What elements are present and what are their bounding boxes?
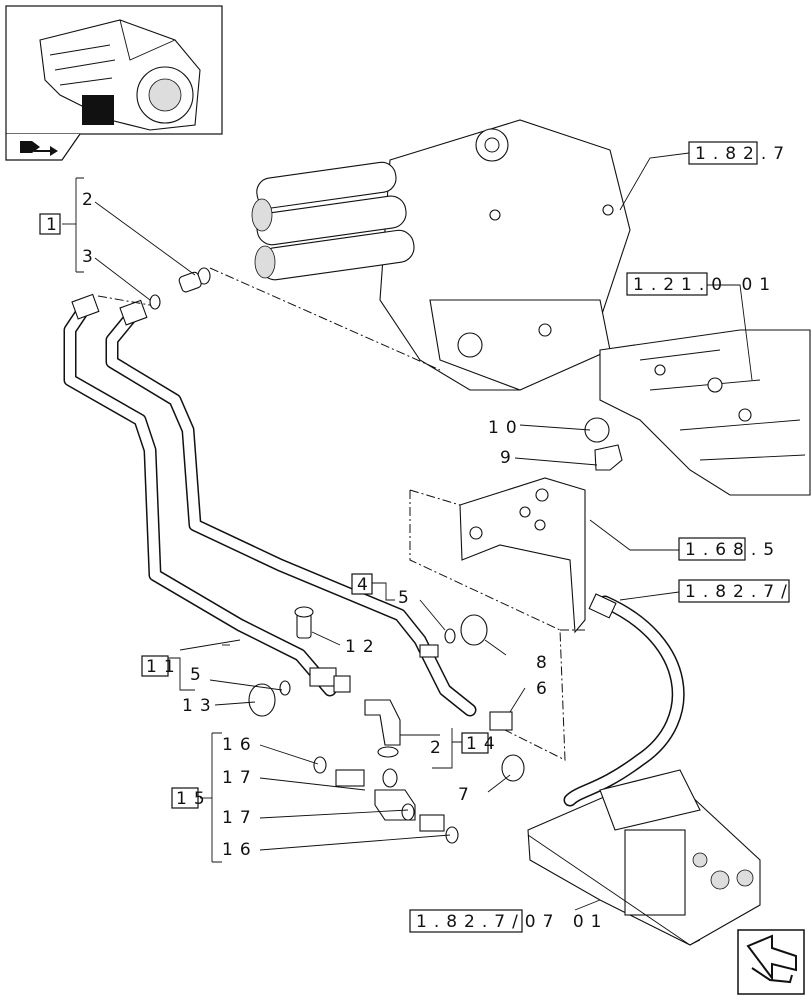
fittings-lower xyxy=(313,756,459,844)
ref-label-right1: 1.21.0 01 xyxy=(633,275,777,295)
mounting-bracket xyxy=(459,477,586,634)
callout-2-top: 2 xyxy=(82,190,100,210)
ref-box-right3[interactable]: 1.82.7/ xyxy=(678,579,794,603)
ref-box-bottom[interactable]: 1.82.7/07 01 xyxy=(409,909,608,933)
callout-box-1[interactable]: 1 xyxy=(39,213,64,235)
callout-14: 14 xyxy=(466,734,502,754)
callout-13: 13 xyxy=(182,696,218,716)
callout-11: 11 xyxy=(146,657,182,677)
callout-box-15[interactable]: 15 xyxy=(171,787,212,809)
thumbnail-frame[interactable] xyxy=(5,5,223,161)
next-page-arrow-icon[interactable] xyxy=(737,929,805,995)
callout-16-a: 16 xyxy=(222,735,258,755)
callout-5-a: 5 xyxy=(398,588,416,608)
callout-17-a: 17 xyxy=(222,768,258,788)
callout-1: 1 xyxy=(46,215,64,235)
pipe-left xyxy=(63,293,337,697)
solenoid-cylinders xyxy=(251,161,415,281)
hose xyxy=(563,593,685,807)
callout-2-bottom: 2 xyxy=(430,738,448,758)
callout-7: 7 xyxy=(458,785,476,805)
fittings-top xyxy=(149,267,211,310)
callout-6: 6 xyxy=(536,679,554,699)
leader-lines xyxy=(62,152,753,911)
callout-12: 12 xyxy=(345,637,381,657)
callout-8: 8 xyxy=(536,653,554,673)
callout-15: 15 xyxy=(176,789,212,809)
transmission-thumbnail-icon xyxy=(39,19,201,131)
ref-box-right1[interactable]: 1.21.0 01 xyxy=(626,272,777,296)
ref-label-right2: 1.68.5 xyxy=(685,540,781,560)
ref-label-bottom: 1.82.7/07 01 xyxy=(416,912,608,932)
book-arrow-icon[interactable] xyxy=(20,141,58,156)
ref-label-right3: 1.82.7/ xyxy=(685,582,794,602)
callout-4: 4 xyxy=(357,575,375,595)
ref-box-top[interactable]: 1.82.7 xyxy=(688,141,791,165)
callout-3: 3 xyxy=(82,247,100,267)
callout-5-b: 5 xyxy=(190,665,208,685)
valve-block-bottom xyxy=(527,769,761,946)
housing-fragment xyxy=(599,329,811,496)
valve-assembly-top xyxy=(251,119,631,391)
callout-box-4[interactable]: 4 xyxy=(351,573,375,595)
callout-box-14[interactable]: 14 xyxy=(461,732,502,754)
callout-9: 9 xyxy=(500,448,518,468)
ref-box-right2[interactable]: 1.68.5 xyxy=(678,537,781,561)
callout-17-b: 17 xyxy=(222,808,258,828)
callout-10: 10 xyxy=(488,418,524,438)
callout-16-b: 16 xyxy=(222,840,258,860)
ref-label-top: 1.82.7 xyxy=(695,144,791,164)
callout-box-11[interactable]: 11 xyxy=(141,655,182,677)
fittings-middle xyxy=(248,417,623,782)
